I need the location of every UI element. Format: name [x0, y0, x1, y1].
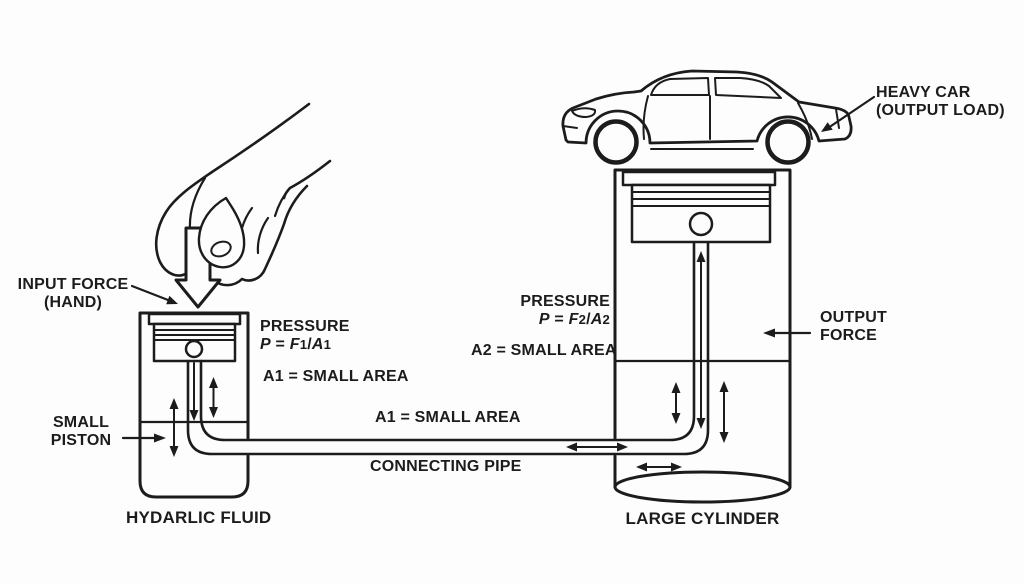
pressure-large-title: PRESSURE: [520, 293, 610, 310]
pressure-large-label: PRESSURE P = F2/A2: [490, 293, 610, 329]
heavy-car-label: HEAVY CAR (OUTPUT LOAD): [876, 84, 1005, 119]
fluid-motion-arrows-icon: [169, 251, 729, 472]
connecting-pipe-label: CONNECTING PIPE: [370, 458, 522, 475]
small-cylinder-icon: [138, 311, 250, 499]
small-piston-label: SMALL PISTON: [50, 414, 112, 449]
a1-area-mid-label: A1 = SMALL AREA: [375, 409, 521, 426]
pressure-small-title: PRESSURE: [260, 318, 350, 335]
hand-pressing-icon: [154, 102, 332, 287]
pressure-large-formula: P = F2/A2: [538, 310, 610, 328]
hydraulic-fluid-label: HYDARLIC FLUID: [126, 508, 272, 527]
sedan-car-icon: [561, 69, 853, 165]
a1-area-label: A1 = SMALL AREA: [263, 368, 409, 385]
large-cylinder-icon: [613, 168, 792, 504]
fingertip-overlay: [197, 196, 246, 269]
heavy-car-arrow: [829, 95, 876, 128]
pressure-small-formula: P = F1/A1: [260, 335, 332, 353]
connecting-pipe-icon: [186, 240, 710, 456]
label-leader-arrows: [121, 95, 876, 443]
input-force-arrow: [130, 284, 170, 302]
pressure-small-label: PRESSURE P = F1/A1: [260, 318, 350, 354]
output-force-label: OUTPUT FORCE: [820, 309, 887, 344]
large-cylinder-label: LARGE CYLINDER: [625, 509, 780, 528]
a2-area-label: A2 = SMALL AREA: [471, 342, 617, 359]
input-force-label: INPUT FORCE (HAND): [17, 276, 129, 311]
